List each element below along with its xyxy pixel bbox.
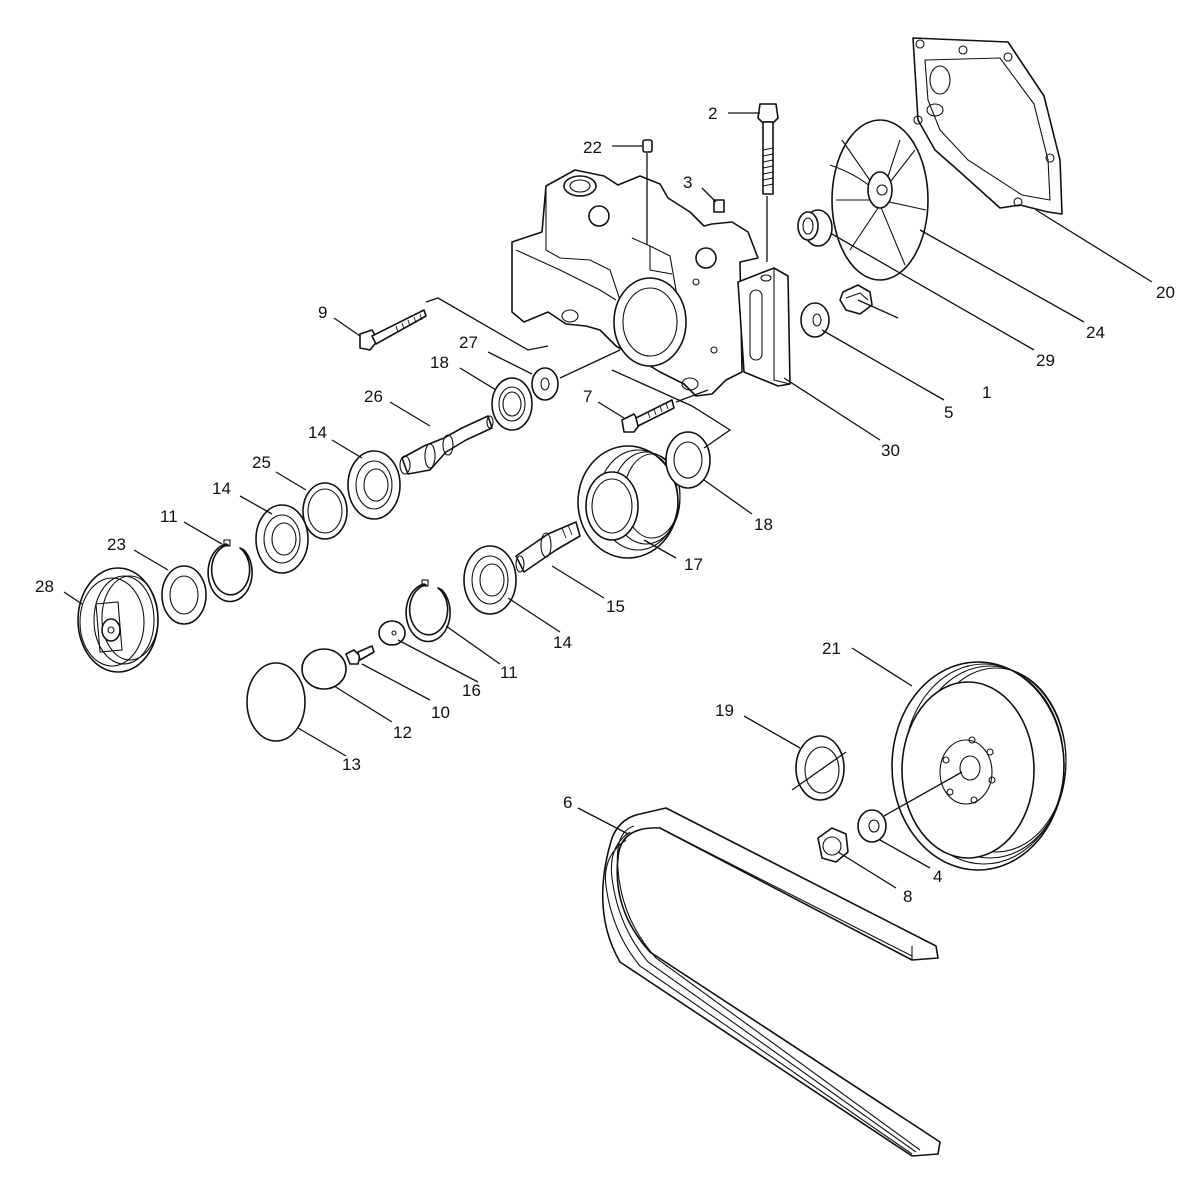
callout-26: 26: [364, 387, 383, 406]
callout-19: 19: [715, 701, 734, 720]
callout-5: 5: [944, 403, 953, 422]
callout-17: 17: [684, 555, 703, 574]
seal-part-19: [791, 735, 847, 801]
callout-27: 27: [459, 333, 478, 352]
callout-12: 12: [393, 723, 412, 742]
impeller-part-24: [829, 119, 929, 281]
callout-21: 21: [822, 639, 841, 658]
callout-14-middle: 14: [212, 479, 231, 498]
callout-leader-lines: [63, 112, 1153, 889]
callout-29: 29: [1036, 351, 1055, 370]
callout-7: 7: [583, 387, 592, 406]
cover-disc-part-13: [246, 662, 306, 742]
callout-9: 9: [318, 303, 327, 322]
callout-13: 13: [342, 755, 361, 774]
gasket-part-20: [912, 37, 1063, 215]
callout-18-upper: 18: [430, 353, 449, 372]
bearing-part-14-upper: [347, 450, 401, 520]
bolt-part-7: [621, 389, 709, 433]
callout-labels: 1 2 3 4 5 6 7 8 9 10 11 11 12 13 14 14 1…: [35, 104, 1175, 906]
callout-22: 22: [583, 138, 602, 157]
callout-4: 4: [933, 867, 942, 886]
callout-30: 30: [881, 441, 900, 460]
callout-11-right: 11: [500, 663, 518, 682]
washer-part-16: [378, 620, 406, 646]
shaft-part-26: [399, 415, 494, 475]
washer-part-5: [800, 302, 830, 338]
ring-part-25: [302, 482, 348, 540]
callout-2: 2: [708, 104, 717, 123]
seal-part-23: [161, 565, 207, 625]
bolt-part-9: [359, 297, 549, 351]
callout-10: 10: [431, 703, 450, 722]
nut-part-1: [839, 284, 873, 315]
callout-15: 15: [606, 597, 625, 616]
callout-25: 25: [252, 453, 271, 472]
bearing-part-14-lower: [463, 545, 517, 615]
plug-part-22: [642, 139, 653, 245]
pulley-part-28: [77, 567, 159, 673]
callout-16: 16: [462, 681, 481, 700]
callout-23: 23: [107, 535, 126, 554]
pump-housing: [511, 169, 759, 397]
callout-20: 20: [1156, 283, 1175, 302]
bearing-part-14-middle: [255, 504, 309, 574]
seal-part-18-upper: [491, 377, 533, 431]
o-ring-part-12: [301, 648, 347, 690]
seal-part-29: [797, 209, 833, 247]
callout-14-lower: 14: [553, 633, 572, 652]
callout-11-left: 11: [160, 507, 178, 526]
bolt-part-2: [757, 103, 779, 262]
callout-3: 3: [683, 173, 692, 192]
seal-part-18-lower: [611, 369, 732, 489]
callout-1: 1: [982, 383, 991, 402]
screw-part-10: [345, 645, 375, 665]
snap-ring-part-11-left: [207, 539, 253, 603]
drive-belt-part-6: [601, 807, 941, 1157]
washer-part-4: [857, 809, 887, 843]
shaft-part-15: [515, 521, 581, 573]
callout-24: 24: [1086, 323, 1105, 342]
washer-part-27: [531, 349, 621, 401]
bracket-part-30: [737, 267, 791, 387]
pulley-part-17: [577, 445, 681, 559]
snap-ring-part-11-right: [405, 579, 451, 643]
nut-part-8: [817, 827, 849, 863]
callout-14-upper: 14: [308, 423, 327, 442]
callout-6: 6: [563, 793, 572, 812]
callout-18-lower: 18: [754, 515, 773, 534]
callout-28: 28: [35, 577, 54, 596]
crankshaft-pulley-part-21: [883, 661, 1067, 871]
pin-part-3: [713, 199, 725, 213]
callout-8: 8: [903, 887, 912, 906]
